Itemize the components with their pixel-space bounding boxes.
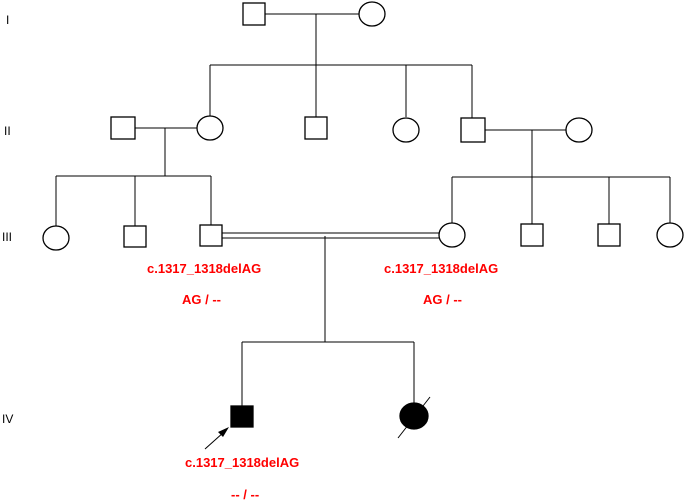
affected-female-deceased [399,402,429,430]
mother-genotype-label: AG / -- [423,292,462,307]
generation-label-ii: II [4,124,11,138]
proband-affected-male [230,405,254,428]
gen2-female-1 [196,115,224,141]
gen2-female-2 [392,117,420,143]
gen2-male-2 [460,117,486,143]
gen3-female-1 [42,225,70,251]
generation-label-iii: III [2,230,12,244]
deceased-slash [397,396,431,439]
gen3-male-4 [597,223,621,247]
proband-arrow-icon [204,427,229,450]
gen3-father [199,224,223,247]
gen1-male [242,2,266,26]
gen3-female-3 [656,222,684,248]
gen2-male-1 [304,116,328,140]
gen3-mother [438,222,466,248]
generation-label-i: I [6,13,9,27]
father-genotype-label: AG / -- [182,292,221,307]
gen3-male-1 [123,225,147,248]
generation-label-iv: IV [2,412,13,426]
proband-genotype-label: -- / -- [231,487,259,502]
father-variant-label: c.1317_1318delAG [147,261,261,276]
gen1-female [358,1,386,27]
gen3-male-3 [520,223,544,247]
gen2-male-spouse [110,116,136,140]
proband-variant-label: c.1317_1318delAG [185,455,299,470]
gen2-female-spouse [565,117,593,143]
mother-variant-label: c.1317_1318delAG [384,261,498,276]
